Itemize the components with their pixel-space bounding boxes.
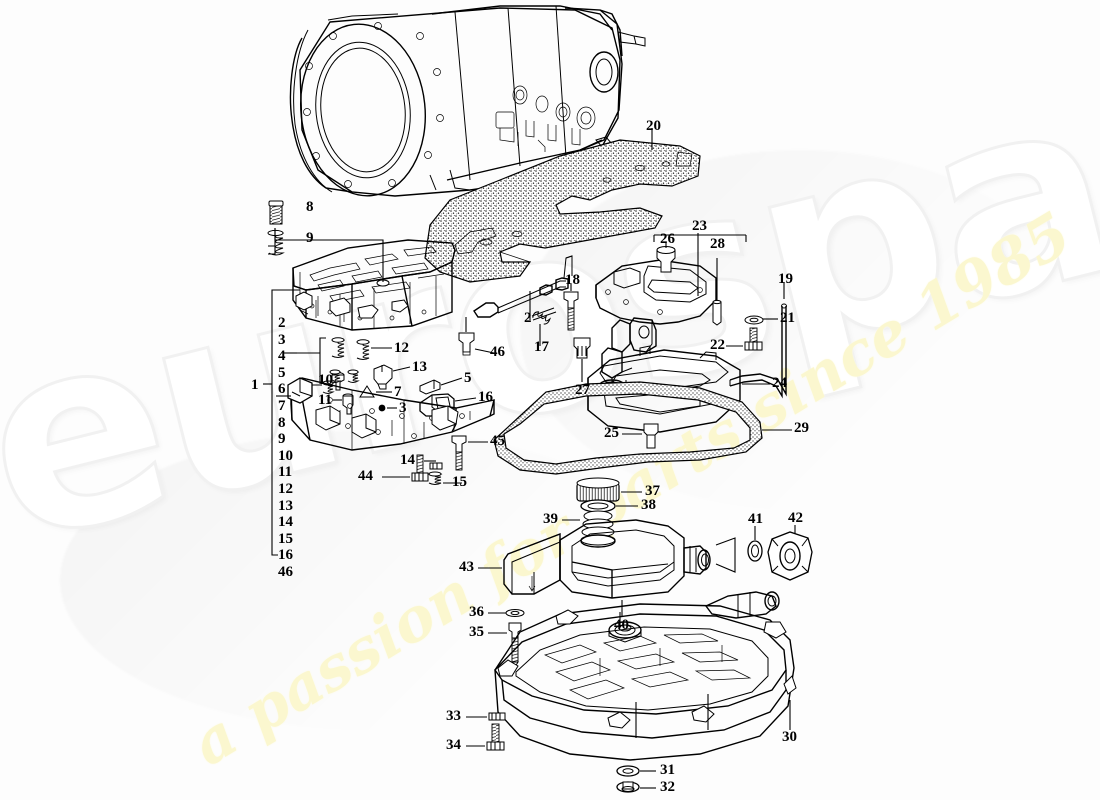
callout-28: 28 [710,236,725,252]
transmission-housing [289,5,646,197]
plug-27 [573,337,591,382]
pan-gasket-29 [493,381,792,475]
callout-19: 19 [778,271,793,287]
washer-36 [488,609,525,617]
filter-housing-40 [559,519,711,617]
callout-24: 24 [772,375,787,391]
callout-17: 17 [534,339,549,355]
callout-18: 18 [565,272,580,288]
oil-pan-30 [494,591,797,761]
callout-36: 36 [469,604,484,620]
group-bracket-1 [263,289,300,556]
callout-22: 22 [710,337,725,353]
callout-31: 31 [660,762,675,778]
group-item-2: 2 [278,315,286,331]
callout-12: 12 [394,340,409,356]
callout-46: 46 [490,344,505,360]
callout-11: 11 [318,392,333,408]
callout-32: 32 [660,779,675,795]
pin-8 [268,200,284,225]
group-list-numbers: 2 3 4 5 6 7 8 9 10 11 12 13 14 15 16 46 [278,315,293,581]
washer-21 [744,315,778,325]
group-item-10: 10 [278,447,293,464]
small-parts-cluster [284,337,477,417]
group-item-46: 46 [278,563,293,580]
seal-stack-39 [562,510,616,546]
spring-17 [531,307,557,346]
callout-38: 38 [641,497,656,513]
callout-44: 44 [358,468,373,484]
callout-29: 29 [794,420,809,436]
callout-40: 40 [614,617,629,633]
callout-26: 26 [660,231,675,247]
connector-42 [767,525,813,581]
callout-43: 43 [459,559,474,575]
bolt-18 [563,284,579,331]
bolt-45 [451,435,488,471]
callout-33: 33 [446,708,461,724]
stud-25 [622,423,659,449]
callout-45: 45 [490,433,505,449]
bolt-34 [466,723,505,751]
group-item-3: 3 [278,331,286,348]
bolt-22 [726,327,763,351]
filter-neck-37 [576,477,642,502]
callout-30: 30 [782,729,797,745]
group-item-15: 15 [278,530,293,547]
callout-14: 14 [400,452,415,468]
oil-filter-24 [587,282,787,433]
group-item-5: 5 [278,364,286,381]
baffle-43 [478,532,561,595]
group-item-4: 4 [278,348,286,365]
callout-41: 41 [748,511,763,527]
callout-25: 25 [604,425,619,441]
callout-27: 27 [575,382,590,398]
group-item-11: 11 [278,464,293,481]
callout-7b: 7 [394,384,402,400]
callout-2b: 2 [524,310,532,326]
callout-20: 20 [646,118,661,134]
callout-10: 10 [318,372,333,388]
callout-21: 21 [780,310,795,326]
drain-washer-31 [616,765,656,777]
oring-41 [715,526,763,573]
callout-5b: 5 [464,370,472,386]
group-item-7: 7 [278,397,286,414]
drain-plug-32 [616,781,656,793]
case-gasket-20 [424,139,701,283]
washer-spring-15 [428,462,462,485]
callout-37: 37 [645,483,660,499]
washer-33 [466,712,506,721]
callout-8: 8 [306,199,314,215]
selector-rod-2 [473,255,573,320]
bolt-44-14 [382,454,436,482]
lower-valve-body-7 [276,377,495,451]
callout-16: 16 [478,389,493,405]
callout-3b: 3 [399,400,407,416]
plug-26 [656,243,676,273]
upper-valve-body-2 [268,228,456,331]
pin-28 [712,258,722,326]
callout-9: 9 [306,230,314,246]
callout-34: 34 [446,737,461,753]
group-item-6: 6 [278,381,286,398]
bracket-23 [653,233,747,296]
group-item-13: 13 [278,497,293,514]
callout-42: 42 [788,510,803,526]
callout-1: 1 [251,377,259,393]
oring-38 [580,499,638,513]
callout-15: 15 [452,474,467,490]
group-item-12: 12 [278,480,293,497]
callout-39: 39 [543,511,558,527]
callout-13: 13 [412,359,427,375]
callout-23: 23 [692,218,707,234]
bolt-46-mid [458,317,495,356]
support-bracket-23 [595,259,717,391]
callout-35: 35 [469,624,484,640]
group-item-9: 9 [278,431,286,448]
group-item-8: 8 [278,414,286,431]
group-item-14: 14 [278,514,293,531]
group-item-16: 16 [278,547,293,564]
